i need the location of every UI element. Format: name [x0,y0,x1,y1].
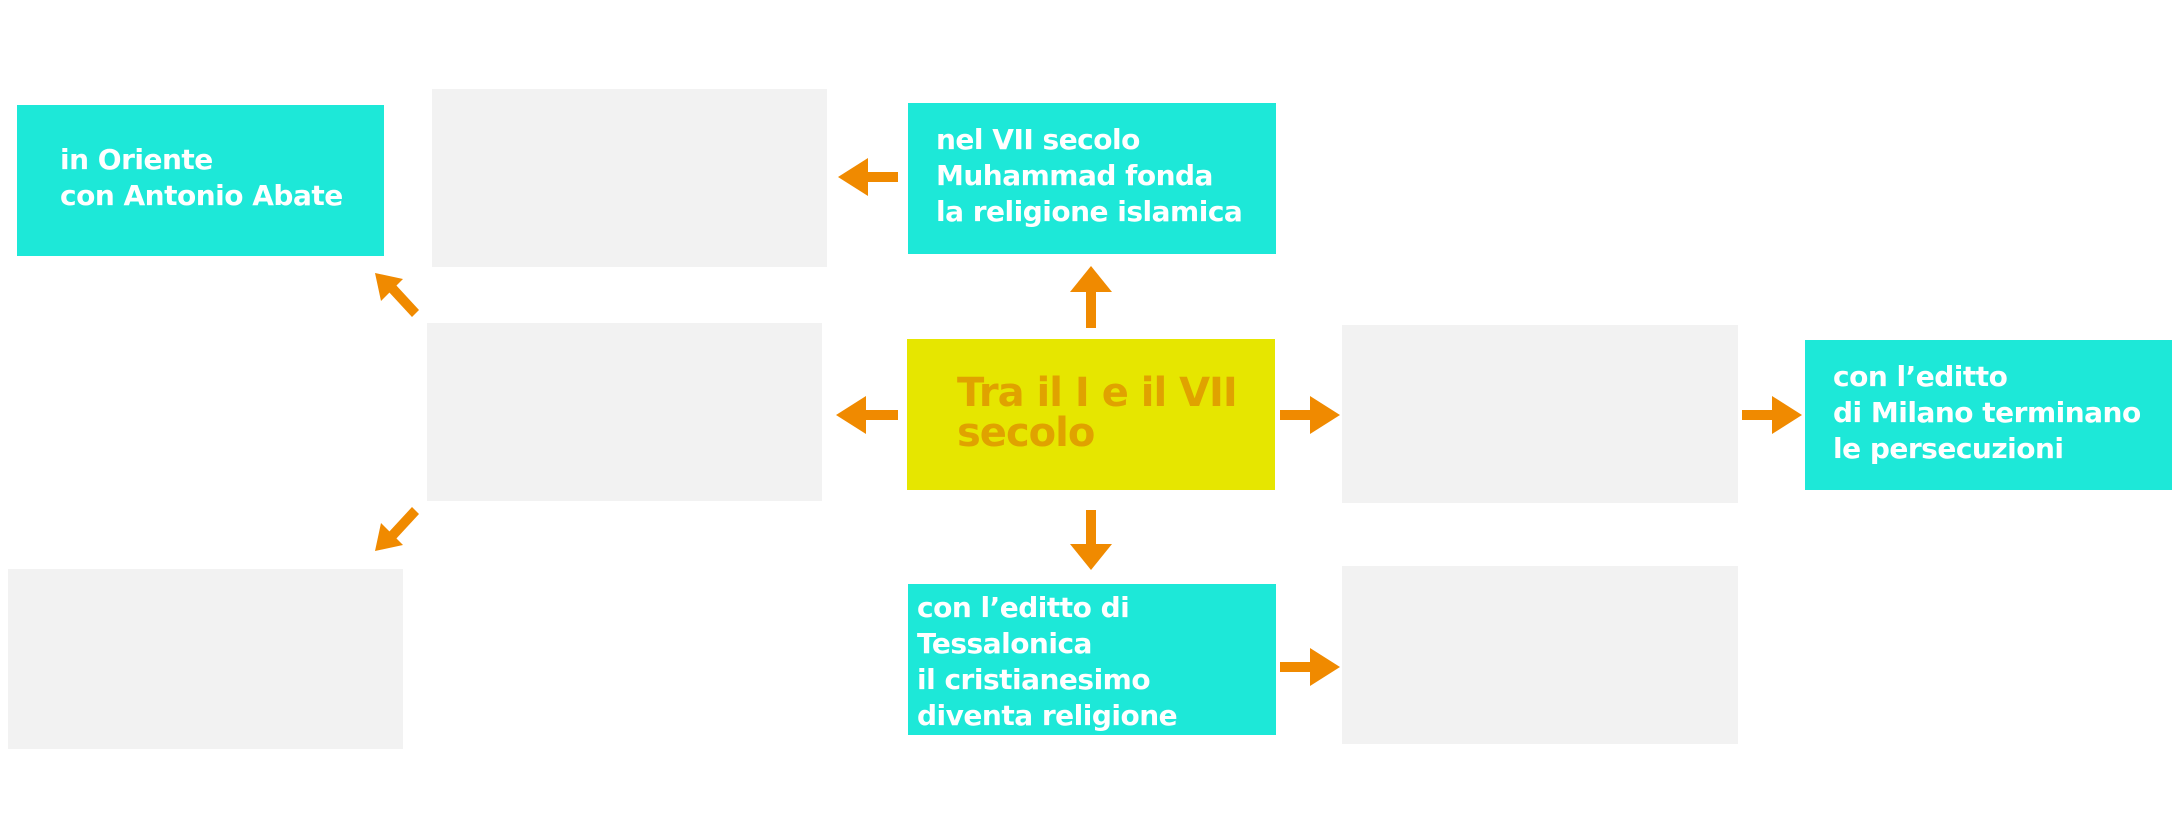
box-milano: con l’editto di Milano terminano le pers… [1805,340,2172,490]
box-oriente: in Oriente con Antonio Abate [17,105,384,256]
arrow-right-far-icon [1742,396,1802,434]
box-tessalonica: con l’editto di Tessalonica il cristiane… [908,584,1276,804]
arrow-up-icon [1070,266,1112,328]
arrow-down-icon [1070,510,1112,570]
arrow-right-bottom-icon [1280,648,1340,686]
arrow-right-center-icon [1280,396,1340,434]
empty-box-top-left [432,89,827,267]
arrow-left-top-icon [838,158,898,196]
center-topic-box: Tra il I e il VII secolo [907,339,1275,490]
center-topic-title: Tra il I e il VII secolo [957,370,1238,456]
arrow-down-left-icon [375,507,419,551]
arrow-up-left-icon [375,273,419,317]
empty-box-middle-right [1342,325,1738,503]
box-oriente-text: in Oriente con Antonio Abate [60,143,343,212]
box-tessalonica-text: con l’editto di Tessalonica il cristiane… [917,591,1219,804]
empty-box-middle-left [427,323,822,501]
empty-box-bottom-far-left [8,569,403,749]
arrow-left-center-icon [836,396,898,434]
box-islam-text: nel VII secolo Muhammad fonda la religio… [936,123,1243,228]
box-milano-text: con l’editto di Milano terminano le pers… [1833,360,2141,465]
box-islam: nel VII secolo Muhammad fonda la religio… [908,103,1276,254]
empty-box-bottom-right [1342,566,1738,744]
